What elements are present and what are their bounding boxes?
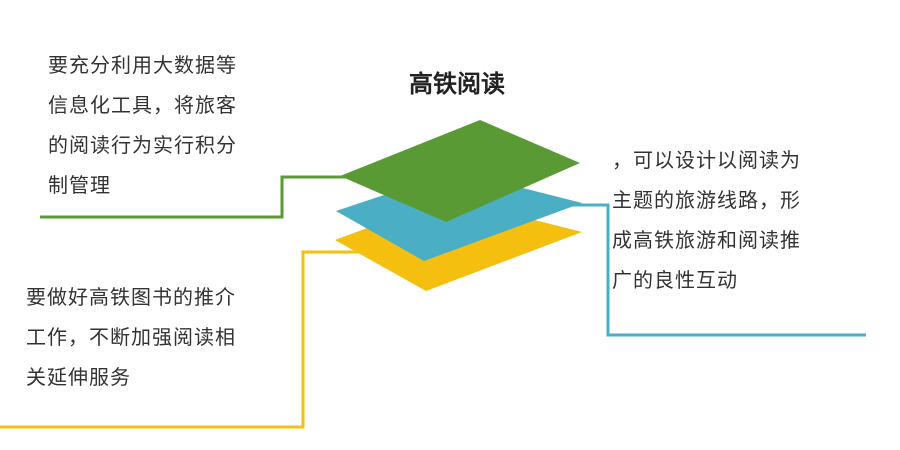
yellow-note-text: 要做好高铁图书的推介 工作，不断加强阅读相 关延伸服务 [26,285,236,389]
blue-connector-line [566,203,866,337]
blue-note-text: ，可以设计以阅读为 主题的旅游线路，形 成高铁旅游和阅读推 广的良性互动 [612,148,801,292]
green-connector-line [40,175,350,219]
green-note-text: 要充分利用大数据等 信息化工具，将旅客 的阅读行为实行积分 制管理 [48,53,237,197]
diagram-title: 高铁阅读 [409,70,505,98]
green-layer [340,120,580,222]
